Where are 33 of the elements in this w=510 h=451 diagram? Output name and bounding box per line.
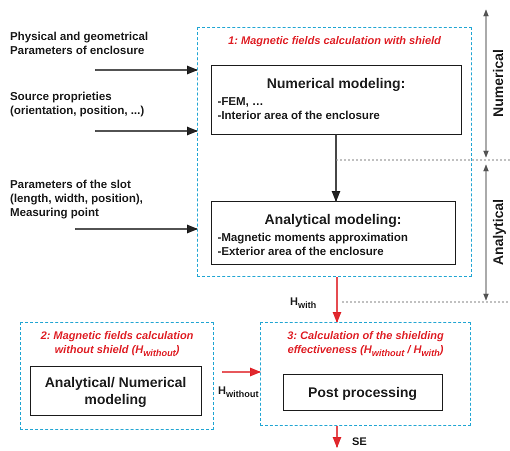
process-box bbox=[210, 64, 462, 134]
arrow bbox=[332, 277, 342, 324]
arrow bbox=[95, 66, 198, 74]
bullet-text: -FEM, … bbox=[216, 94, 264, 108]
dashed-group-frame bbox=[20, 322, 214, 430]
process-box bbox=[210, 200, 456, 264]
arrow bbox=[75, 224, 198, 234]
group-title: 3: Calculation of the shielding effectiveness (H$_{without}$ / H$_{with}$) bbox=[286, 329, 445, 360]
process-box bbox=[282, 374, 442, 410]
edge-label: H$_{with}$ bbox=[290, 296, 316, 310]
bullet-text: -Interior area of the enclosure bbox=[216, 108, 381, 122]
edge-label: SE bbox=[352, 436, 367, 448]
arrow bbox=[332, 426, 342, 448]
process-box bbox=[30, 366, 202, 416]
box-text: Analytical/ Numerical modeling bbox=[44, 374, 188, 408]
edge-label: H$_{without}$ bbox=[218, 385, 258, 400]
arrow bbox=[332, 135, 340, 202]
bullet-text: -Exterior area of the enclosure bbox=[216, 244, 385, 258]
arrow bbox=[222, 368, 262, 376]
bullet-text: -Magnetic moments approximation bbox=[216, 230, 409, 244]
group-title: 2: Magnetic fields calculation without shield (H$_{without}$) bbox=[40, 329, 194, 360]
dashed-group-frame bbox=[197, 27, 472, 277]
input-text: Parameters of the slot (length, width, position), Measuring point bbox=[10, 178, 170, 229]
section-label: Numerical bbox=[490, 49, 506, 117]
group-title: 1: Magnetic fields calculation with shield bbox=[227, 34, 442, 48]
dashed-group-frame bbox=[260, 322, 471, 426]
box-text: Post processing bbox=[308, 384, 417, 400]
arrow bbox=[95, 126, 198, 136]
box-heading: Analytical modeling: bbox=[264, 210, 402, 226]
input-text: Source proprieties (orientation, position, ...) bbox=[10, 90, 170, 131]
input-text: Physical and geometrical Parameters of enclosure bbox=[10, 30, 170, 70]
section-label: Analytical bbox=[490, 198, 506, 266]
box-heading: Numerical modeling: bbox=[266, 74, 406, 90]
